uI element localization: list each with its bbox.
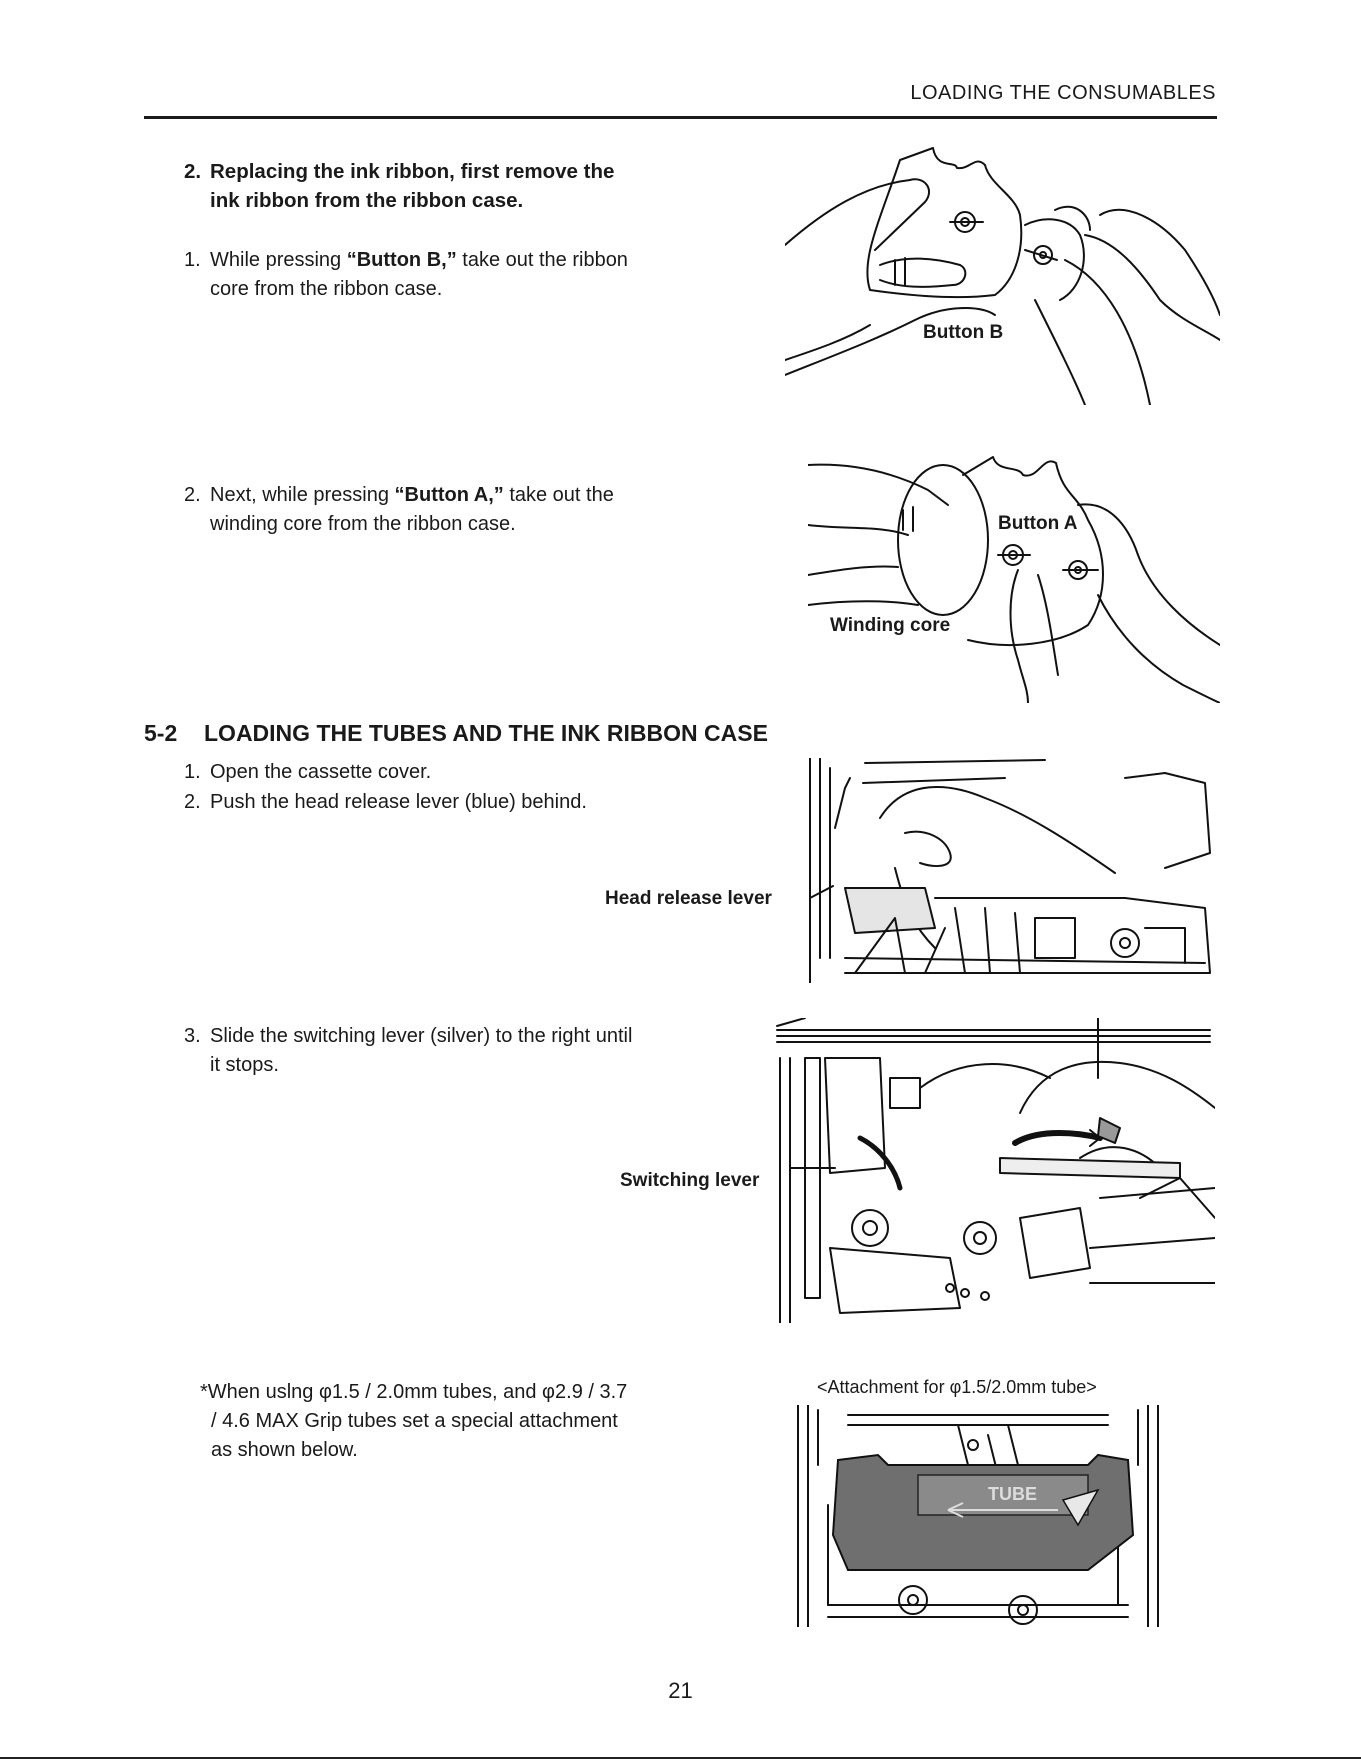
printer-head-release-illustration: [809, 758, 1211, 983]
tube-attachment-illustration: TUBE: [797, 1405, 1159, 1627]
substep-number: 2.: [184, 484, 201, 506]
tube-mark-text: TUBE: [988, 1484, 1037, 1504]
header-rule: [144, 116, 1217, 119]
step-number: 2.: [184, 160, 202, 183]
substep-text-bold: “Button B,”: [346, 249, 457, 271]
label-winding-core: Winding core: [830, 615, 951, 636]
label-head-release-lever: Head release lever: [605, 888, 772, 909]
attachment-note: *When uslng φ1.5 / 2.0mm tubes, and φ2.9…: [200, 1378, 760, 1465]
substep-2: 2. Next, while pressing “Button A,” take…: [184, 481, 744, 539]
printer-switching-lever-illustration: [776, 1018, 1215, 1323]
page-number: 21: [668, 1678, 693, 1703]
label-button-a: Button A: [998, 513, 1078, 534]
figure-attachment: TUBE: [788, 1405, 1170, 1627]
figure-button-a: Button A Winding core: [808, 445, 1220, 703]
figure-head-release-lever: Head release lever: [605, 758, 1215, 983]
hand-winding-core-illustration: [808, 456, 1220, 703]
label-switching-lever: Switching lever: [620, 1170, 760, 1191]
note-line-3: as shown below.: [211, 1439, 358, 1461]
substep-text-bold: “Button A,”: [394, 484, 504, 506]
substep-text-pre: While pressing: [210, 249, 347, 271]
substep-text-post: take out the: [503, 484, 614, 506]
step-text: Push the head release lever (blue) behin…: [210, 791, 587, 813]
tube-step-3: 3. Slide the switching lever (silver) to…: [184, 1022, 744, 1080]
note-line-2: / 4.6 MAX Grip tubes set a special attac…: [211, 1410, 618, 1432]
note-line-1: *When uslng φ1.5 / 2.0mm tubes, and φ2.9…: [200, 1381, 628, 1403]
figure-button-b: Button B: [785, 140, 1220, 405]
section-title: LOADING THE TUBES AND THE INK RIBBON CAS…: [204, 720, 768, 746]
running-header: LOADING THE CONSUMABLES: [910, 82, 1216, 104]
section-number: 5-2: [144, 720, 178, 746]
substep-1: 1. While pressing “Button B,” take out t…: [184, 246, 744, 304]
step-line-1: Replacing the ink ribbon, first remove t…: [210, 160, 615, 183]
step-number: 2.: [184, 791, 201, 813]
step-number: 3.: [184, 1025, 201, 1047]
substep-text-post: take out the ribbon: [456, 249, 628, 271]
step-text: Open the cassette cover.: [210, 761, 432, 783]
tube-step-2: 2. Push the head release lever (blue) be…: [184, 788, 744, 817]
bottom-rule: [0, 1757, 1361, 1759]
substep-number: 1.: [184, 249, 201, 271]
substep-line-2: core from the ribbon case.: [210, 278, 443, 300]
label-button-b: Button B: [923, 322, 1004, 343]
section-heading: 5-2 LOADING THE TUBES AND THE INK RIBBON …: [144, 720, 768, 747]
attachment-caption: <Attachment for φ1.5/2.0mm tube>: [817, 1377, 1097, 1397]
step-text-line-2: it stops.: [210, 1054, 279, 1076]
substep-text-pre: Next, while pressing: [210, 484, 395, 506]
step-text: Slide the switching lever (silver) to th…: [210, 1025, 633, 1047]
step-number: 1.: [184, 761, 201, 783]
substep-line-2: winding core from the ribbon case.: [210, 513, 516, 535]
hand-ribbon-case-illustration: [785, 147, 1220, 405]
step-replace-ribbon: 2. Replacing the ink ribbon, first remov…: [184, 157, 744, 215]
figure-switching-lever: Switching lever: [620, 1018, 1215, 1323]
step-line-2: ink ribbon from the ribbon case.: [210, 189, 524, 212]
tube-step-1: 1. Open the cassette cover.: [184, 758, 744, 787]
